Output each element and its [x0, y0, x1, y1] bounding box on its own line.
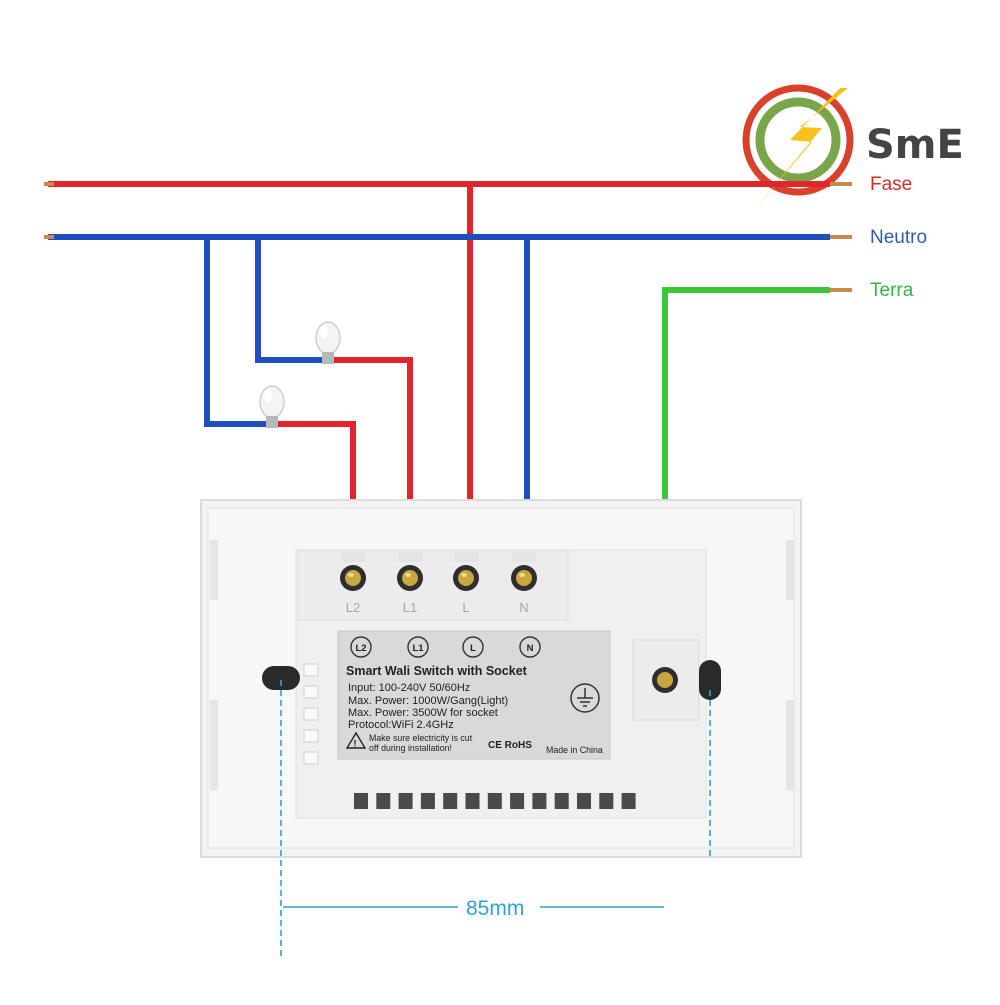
svg-text:L1: L1 [412, 643, 424, 654]
terminal-symbol-icon: L2 [350, 636, 372, 658]
terminal-symbol-icon: L [462, 636, 484, 658]
warning-line: off during installation! [369, 743, 452, 753]
spec-line: Input: 100-240V 50/60Hz [348, 682, 470, 694]
spec-line: Protocol:WiFi 2.4GHz [348, 719, 454, 731]
bottom-vents [354, 793, 636, 809]
lamp2-neutral-wire [204, 237, 268, 427]
svg-text:L2: L2 [355, 643, 366, 654]
svg-text:L: L [470, 643, 476, 654]
terminal-screw: L1 [397, 552, 423, 615]
origin-text: Made in China [546, 745, 603, 755]
svg-text:!: ! [354, 739, 357, 749]
spec-line: Max. Power: 1000W/Gang(Light) [348, 695, 508, 707]
brand-logo: SmE [742, 84, 964, 210]
lamp1-return-wire [330, 357, 413, 568]
terminal-icon-row: L2 L1 L N [350, 636, 541, 658]
left-mounting-slots [262, 663, 319, 765]
lamp1-neutral-wire [255, 237, 322, 363]
terminal-screw: N [511, 552, 537, 615]
neutral-label: Neutro [870, 227, 927, 248]
terminal-label: L1 [403, 600, 417, 615]
neutral-wires [48, 234, 830, 568]
certification-marks: CE RoHS [488, 740, 532, 751]
right-clip [699, 660, 721, 700]
earth-terminal-screw [652, 667, 678, 693]
terminal-screw: L2 [340, 552, 366, 615]
warning-icon: ! [345, 731, 367, 749]
dimension-indicator: 85mm [280, 680, 711, 958]
logo-inner-ring [755, 97, 841, 183]
terminal-symbol-icon: N [519, 636, 541, 658]
terminal-label: N [519, 600, 528, 615]
terminal-block: L2 L1 L N [340, 552, 537, 615]
warning-line: Make sure electricity is cut [369, 733, 473, 743]
brand-name: SmE [866, 122, 964, 168]
lamp-bulb-icon [259, 385, 285, 428]
earth-label: Terra [870, 280, 914, 301]
spec-line: Max. Power: 3500W for socket [348, 707, 498, 719]
ground-symbol-icon [570, 683, 600, 713]
terminal-symbol-icon: L1 [407, 636, 429, 658]
logo-outer-ring [742, 84, 854, 196]
spec-label-panel: L2 L1 L N Smart Wali Switch with Socket Inp… [337, 630, 611, 760]
phase-label: Fase [870, 174, 912, 195]
svg-text:N: N [527, 643, 534, 654]
terminal-screw: L [453, 552, 479, 615]
terminal-label: L [462, 600, 469, 615]
terminal-label: L2 [346, 600, 360, 615]
lamp-bulb-icon [315, 321, 341, 364]
dimension-label: 85mm [466, 897, 524, 920]
product-title: Smart Wali Switch with Socket [346, 664, 528, 678]
